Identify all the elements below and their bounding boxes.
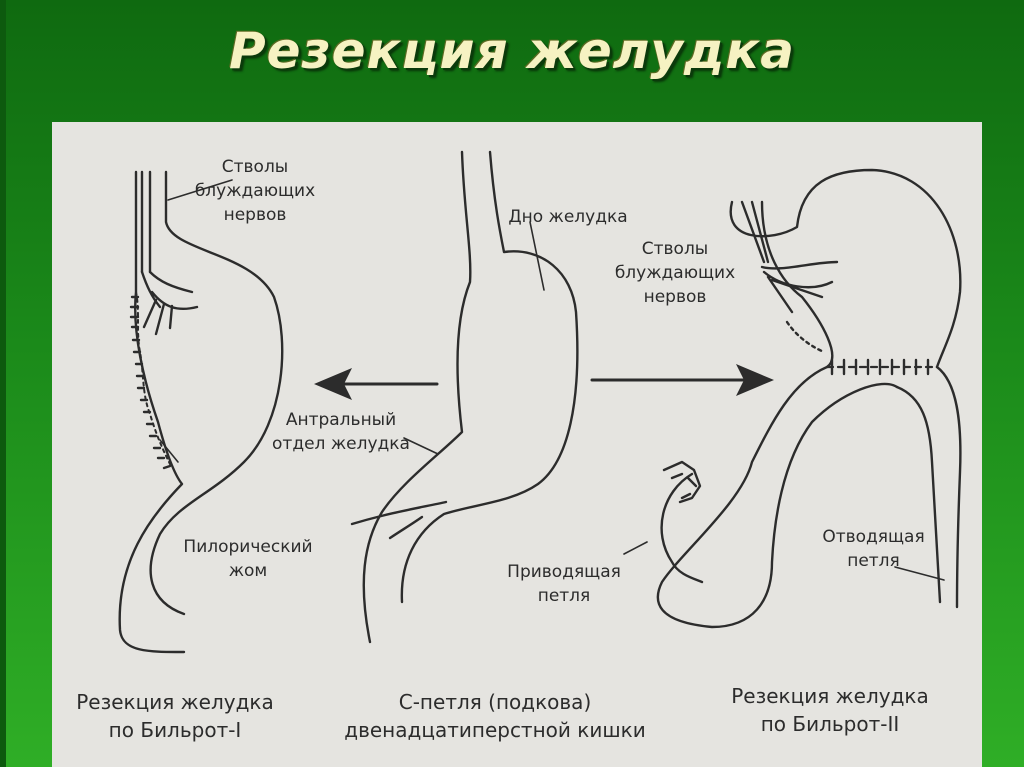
pyloric-sphincter-label: Пилорический жом: [183, 537, 313, 581]
left-edge-bar: [0, 0, 6, 767]
antrum-label: Антральный отдел желудка: [272, 410, 410, 454]
arrow-right: [590, 364, 774, 396]
diagram-panel: [52, 122, 982, 767]
vagus-trunks-label-right: Стволы блуждающих нервов: [614, 239, 736, 307]
afferent-loop-label: Приводящая петля: [507, 562, 621, 606]
stomach-diagram: [118, 150, 962, 654]
arrow-left: [314, 368, 439, 400]
billroth1-stomach: [118, 170, 284, 654]
vagus-trunks-label-left: Стволы блуждающих нервов: [194, 157, 316, 225]
slide-title: Резекция желудка: [229, 22, 795, 80]
fundus-label: Дно желудка: [508, 207, 628, 227]
caption-c-loop: С-петля (подкова) двенадцатиперстной киш…: [344, 690, 646, 742]
caption-billroth1: Резекция желудка по Бильрот-I: [76, 690, 274, 742]
center-stomach: [350, 150, 579, 644]
caption-billroth2: Резекция желудка по Бильрот-II: [731, 684, 929, 736]
billroth2-stomach: [623, 168, 962, 629]
efferent-loop-label: Отводящая петля: [822, 527, 925, 571]
